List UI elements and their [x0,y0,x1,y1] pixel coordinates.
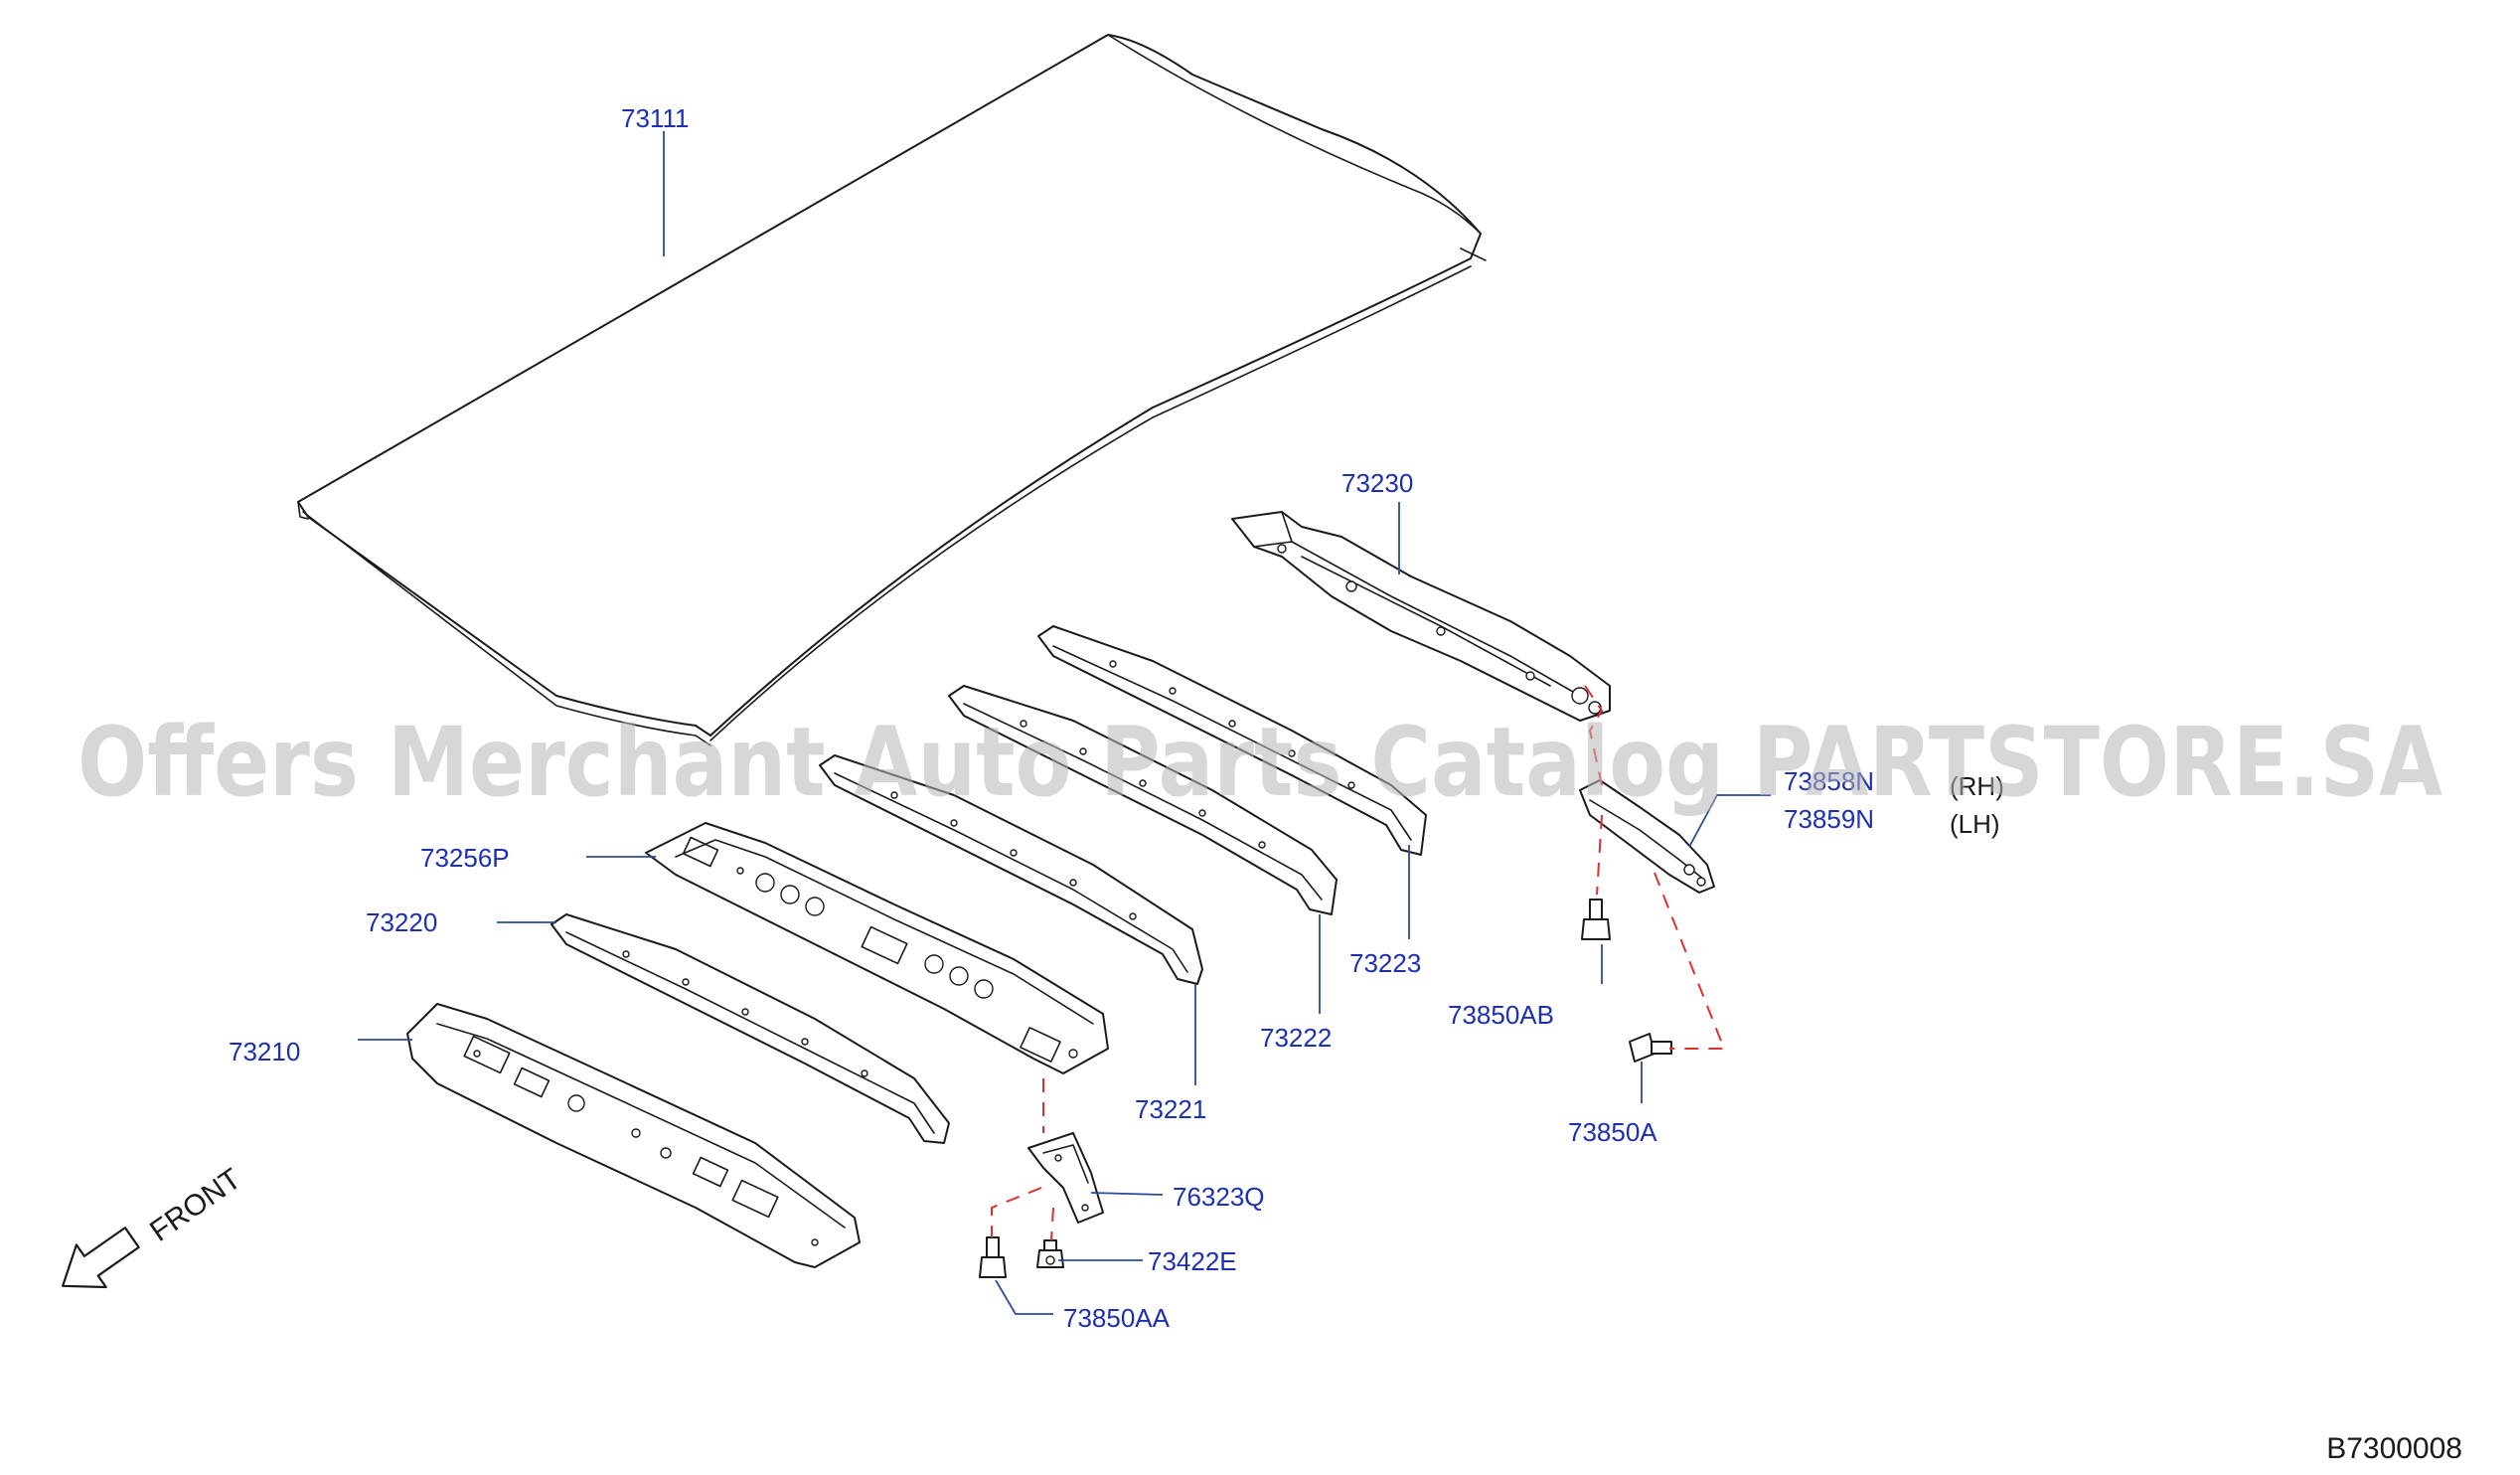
leader-lines [358,131,1771,1315]
label-73222: 73222 [1260,1023,1332,1053]
label-73850ab: 73850AB [1448,1000,1554,1030]
front-roof-rail[interactable] [406,1003,861,1268]
roof-bow-73223[interactable] [1037,625,1427,856]
rear-roof-rail[interactable] [1231,511,1611,722]
front-arrow-icon [62,1227,140,1289]
front-label: FRONT [144,1162,247,1247]
label-73256p: 73256P [420,843,510,873]
label-73859n: 73859N [1784,804,1874,834]
roof-panel[interactable] [297,34,1487,746]
label-73210: 73210 [229,1037,300,1066]
roof-bow-73222[interactable] [948,685,1338,915]
roof-bow-73220[interactable] [551,913,950,1144]
bolt-73850aa[interactable] [979,1236,1007,1278]
label-73850aa: 73850AA [1063,1303,1171,1333]
label-rh: (RH) [1950,771,2004,801]
label-lh: (LH) [1950,809,2000,839]
roof-rail-bracket[interactable] [1579,779,1715,894]
label-73220: 73220 [366,907,437,937]
label-73111: 73111 [621,103,689,133]
front-direction-indicator: FRONT [62,1162,247,1289]
roof-rail-73256p[interactable] [645,822,1109,1074]
roof-bracket-76323q[interactable] [1027,1132,1104,1224]
bolt-73850ab[interactable] [1581,899,1611,940]
roof-bow-73221[interactable] [819,754,1203,985]
assembly-lines [991,685,1726,1241]
label-73221: 73221 [1135,1094,1206,1124]
label-73858n: 73858N [1784,766,1874,796]
label-73223: 73223 [1349,948,1421,978]
label-76323q: 76323Q [1173,1182,1265,1212]
bolt-73850a[interactable] [1629,1033,1672,1063]
label-73422e: 73422E [1148,1246,1237,1276]
clip-73422e[interactable] [1036,1239,1064,1268]
label-73230: 73230 [1341,468,1413,498]
watermark: Offers Merchant Auto Parts Catalog PARTS… [78,707,2442,818]
label-73850a: 73850A [1568,1117,1657,1147]
diagram-code: B7300008 [2326,1432,2462,1465]
